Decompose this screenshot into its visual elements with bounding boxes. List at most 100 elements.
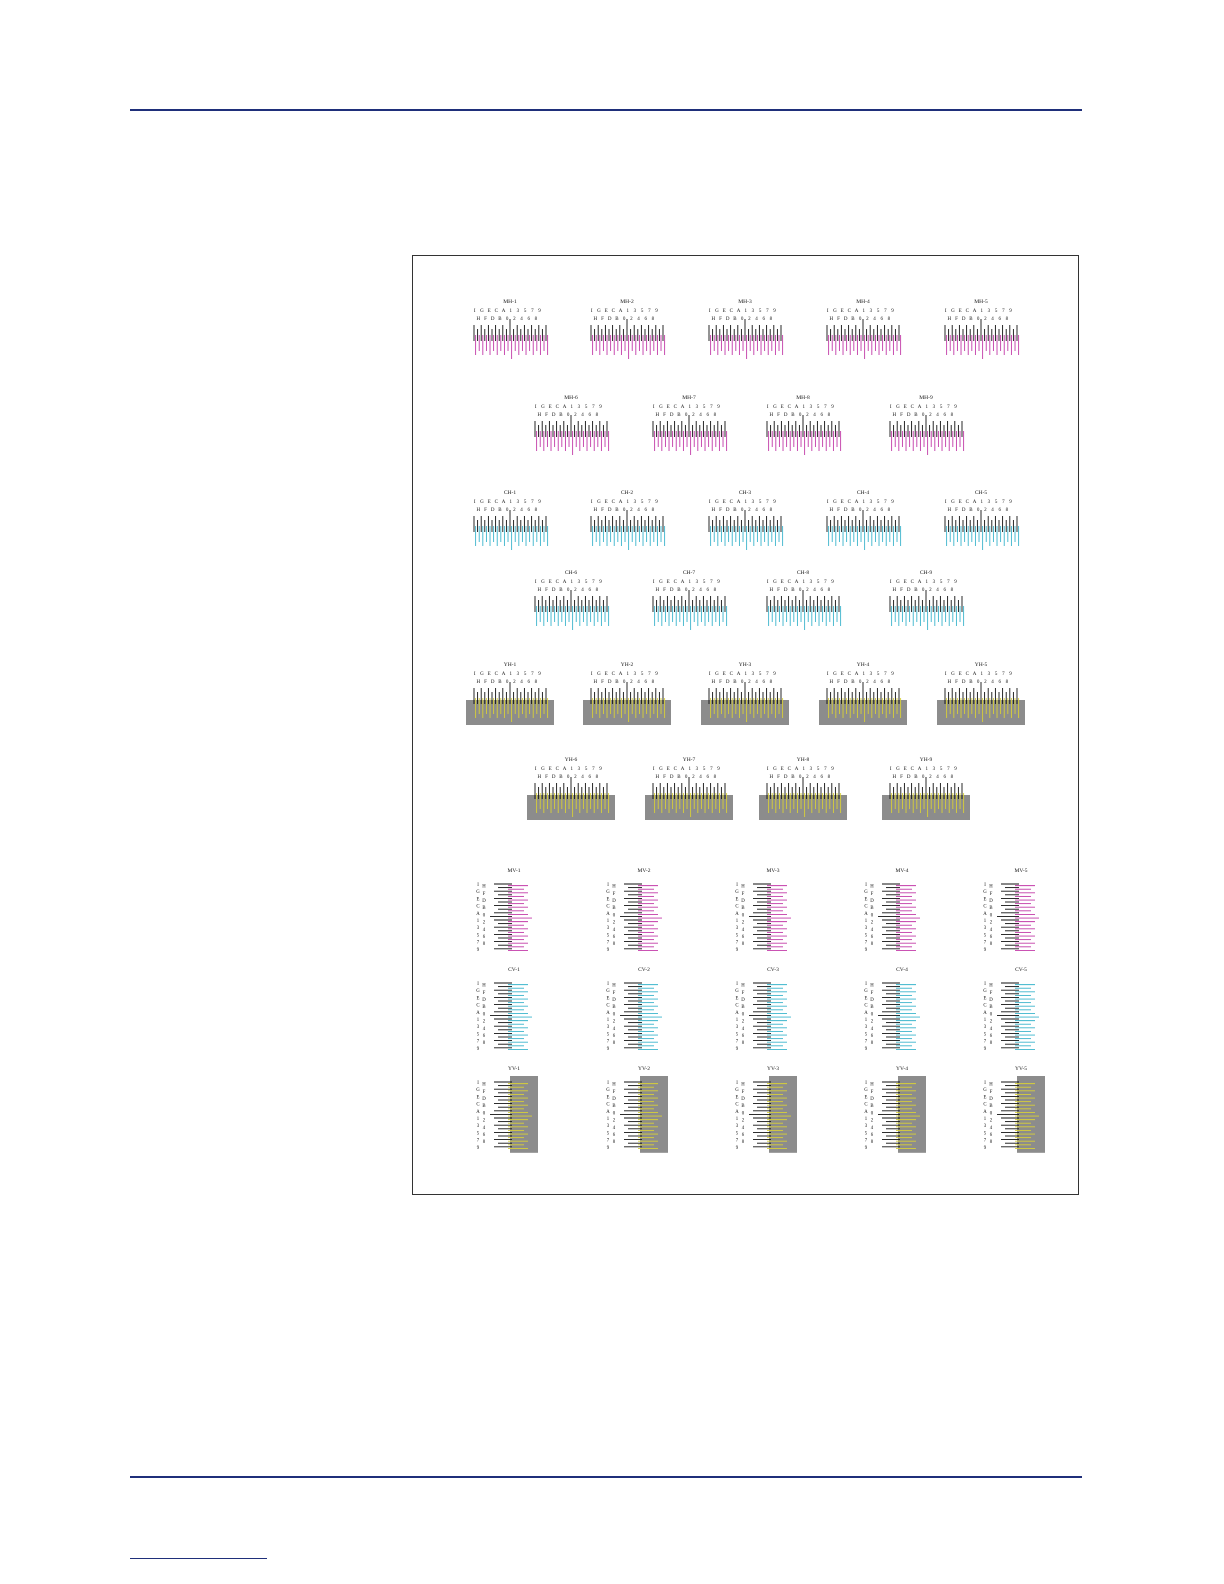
- scale-letter-right: 4: [483, 1126, 486, 1131]
- scale-letter-top: 1: [626, 309, 629, 314]
- scale-letter-top: 9: [831, 767, 834, 772]
- scale-letter-bottom: 8: [770, 317, 773, 322]
- scale-letter-bottom: B: [498, 680, 502, 685]
- scale-letter-top: 5: [817, 580, 820, 585]
- scale-letter-top: G: [480, 309, 484, 314]
- scale-letter-bottom: 8: [652, 317, 655, 322]
- scale-letter-top: 3: [810, 767, 813, 772]
- scale-letter-right: 6: [871, 935, 874, 940]
- scale-letter-left: G: [983, 890, 987, 895]
- scale-letter-left: E: [736, 996, 739, 1001]
- scale-letter-bottom: 8: [596, 775, 599, 780]
- pattern-label: MH-7: [682, 395, 696, 401]
- scale-letter-top: 5: [585, 405, 588, 410]
- scale-letter-left: G: [983, 1088, 987, 1093]
- scale-letter-bottom: B: [733, 680, 737, 685]
- scale-letter-top: C: [966, 309, 970, 314]
- scale-letter-bottom: F: [663, 588, 666, 593]
- scale-letter-top: 7: [710, 405, 713, 410]
- scale-letter-bottom: 0: [859, 508, 862, 513]
- scale-letter-top: 5: [585, 767, 588, 772]
- scale-letter-top: G: [597, 309, 601, 314]
- scale-letter-bottom: D: [907, 413, 911, 418]
- scale-letter-right: 2: [990, 921, 993, 926]
- scale-letter-bottom: D: [552, 588, 556, 593]
- scale-letter-top: 3: [578, 767, 581, 772]
- scale-letter-left: A: [606, 1011, 610, 1016]
- scale-letter-right: 8: [990, 1140, 993, 1145]
- footer-rule: [130, 1476, 1082, 1478]
- scale-letter-left: A: [983, 1011, 987, 1016]
- scale-letter-bottom: F: [545, 588, 548, 593]
- scale-letter-right: F: [871, 1090, 874, 1095]
- scale-letter-bottom: H: [656, 775, 660, 780]
- scale-letter-top: 3: [517, 500, 520, 505]
- scale-letter-right: H: [612, 885, 616, 890]
- scale-letter-bottom: D: [784, 775, 788, 780]
- scale-letter-bottom: 0: [741, 508, 744, 513]
- scale-letter-left: C: [606, 1103, 609, 1108]
- scale-letter-left: 9: [865, 1146, 868, 1151]
- scale-letter-right: 6: [483, 1034, 486, 1039]
- scale-letter-top: 5: [877, 500, 880, 505]
- scale-letter-left: I: [984, 982, 986, 987]
- scale-letter-top: 5: [817, 767, 820, 772]
- scale-letter-top: A: [619, 500, 623, 505]
- scale-letter-top: C: [674, 580, 678, 585]
- scale-letter-left: C: [735, 1103, 738, 1108]
- scale-letter-bottom: D: [844, 508, 848, 513]
- scale-letter-right: D: [741, 1097, 745, 1102]
- scale-letter-top: 3: [634, 672, 637, 677]
- scale-letter-top: I: [945, 309, 947, 314]
- scale-letter-top: C: [730, 500, 734, 505]
- scale-letter-left: E: [984, 1095, 987, 1100]
- scale-letter-bottom: 8: [828, 588, 831, 593]
- scale-letter-left: G: [735, 1088, 739, 1093]
- scale-letter-top: I: [474, 500, 476, 505]
- scale-letter-left: C: [476, 1103, 479, 1108]
- scale-letter-top: C: [848, 500, 852, 505]
- scale-letter-left: 7: [984, 941, 987, 946]
- scale-letter-bottom: B: [733, 317, 737, 322]
- scale-letter-left: A: [735, 1110, 739, 1115]
- scale-letter-top: C: [612, 672, 616, 677]
- scale-letter-top: 5: [995, 672, 998, 677]
- scale-letter-left: E: [865, 897, 868, 902]
- scale-letter-bottom: F: [955, 508, 958, 513]
- pattern-label: YH-5: [975, 662, 988, 668]
- scale-letter-top: A: [502, 500, 506, 505]
- scale-letter-right: B: [741, 1104, 744, 1109]
- pattern-label: CV-1: [508, 967, 520, 973]
- scale-letter-left: 3: [477, 1025, 480, 1030]
- scale-letter-bottom: B: [615, 317, 619, 322]
- scale-letter-right: D: [612, 1097, 616, 1102]
- scale-letter-left: I: [984, 1081, 986, 1086]
- scale-letter-top: C: [848, 672, 852, 677]
- scale-letter-bottom: 8: [1006, 317, 1009, 322]
- gray-background: [640, 1076, 668, 1153]
- scale-letter-bottom: 0: [741, 680, 744, 685]
- scale-letter-bottom: B: [851, 317, 855, 322]
- scale-letter-bottom: 8: [535, 508, 538, 513]
- scale-letter-left: 9: [865, 948, 868, 953]
- scale-letter-left: C: [983, 1004, 986, 1009]
- scale-letter-top: 9: [655, 500, 658, 505]
- scale-letter-bottom: 8: [596, 588, 599, 593]
- scale-letter-top: G: [773, 405, 777, 410]
- scale-letter-top: 1: [802, 580, 805, 585]
- scale-letter-top: E: [959, 500, 962, 505]
- scale-letter-right: B: [482, 906, 485, 911]
- scale-letter-top: 9: [655, 672, 658, 677]
- scale-letter-right: H: [741, 885, 745, 890]
- scale-letter-bottom: 2: [692, 588, 695, 593]
- scale-letter-top: G: [659, 767, 663, 772]
- scale-letter-left: G: [864, 890, 868, 895]
- scale-letter-left: E: [736, 897, 739, 902]
- scale-letter-bottom: 2: [513, 680, 516, 685]
- scale-letter-top: I: [591, 500, 593, 505]
